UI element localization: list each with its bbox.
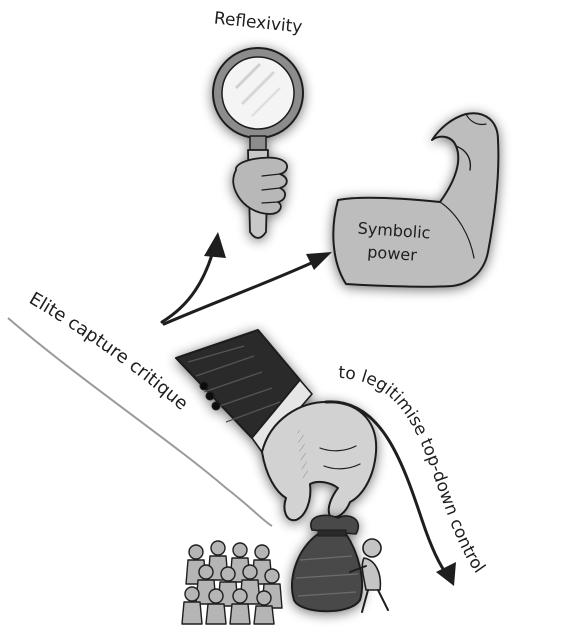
- arrow-head-reflexivity: [204, 232, 226, 258]
- money-bag-group: [291, 514, 364, 613]
- flexed-arm-icon: [332, 112, 500, 288]
- crowd-group: [181, 540, 283, 625]
- mirror-group: Reflexivity: [212, 8, 304, 239]
- reflexivity-label: Reflexivity: [213, 8, 303, 37]
- person-group: [349, 538, 389, 613]
- symbolic-power-label-line2: power: [367, 242, 418, 264]
- arm-group: Symbolic power: [332, 112, 500, 288]
- crowd-icon: [181, 540, 283, 625]
- person-icon: [349, 538, 389, 613]
- legitimise-arrow: [324, 400, 450, 578]
- legitimise-arrow-head: [436, 562, 456, 586]
- arrow-to-reflexivity: [160, 246, 216, 324]
- elite-capture-label: Elite capture critique: [25, 288, 192, 414]
- magnifying-mirror-icon: [212, 47, 304, 239]
- hand-group: [175, 329, 378, 522]
- suited-hand-icon: [175, 329, 378, 522]
- arrow-to-symbolic-power: [162, 258, 320, 326]
- money-bag-icon: [291, 514, 364, 613]
- arrows-group: [160, 232, 332, 326]
- arrow-head-symbolic-power: [306, 252, 332, 270]
- elite-capture-line: [7, 317, 273, 527]
